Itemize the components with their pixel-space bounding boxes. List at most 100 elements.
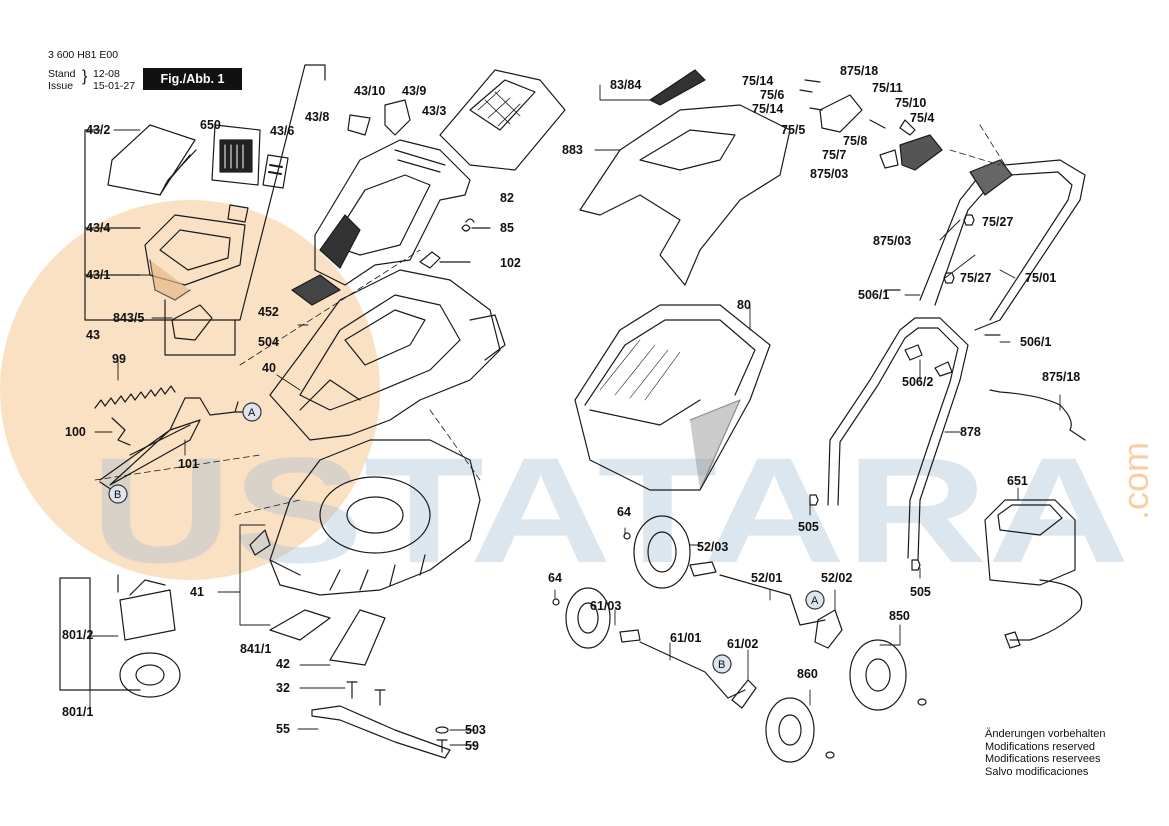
- part-label: 75/27: [960, 271, 992, 285]
- part-label: 101: [178, 457, 199, 471]
- part-label: 878: [960, 425, 981, 439]
- part-860-cap: [825, 751, 835, 759]
- part-label: 100: [65, 425, 86, 439]
- part-label: 75/8: [843, 134, 868, 148]
- part-label: 650: [200, 118, 221, 132]
- part-label: 80: [737, 298, 751, 312]
- part-label: 841/1: [240, 642, 272, 656]
- part-label: 83/84: [610, 78, 642, 92]
- part-label: 75/10: [895, 96, 927, 110]
- part-64-nut: [623, 532, 631, 540]
- part-75-switch-parts: [799, 79, 943, 171]
- part-850-cap: [917, 698, 927, 706]
- part-64-nut-2: [552, 598, 560, 606]
- part-label: 75/01: [1025, 271, 1057, 285]
- part-label: 64: [548, 571, 562, 585]
- watermark-domain: .com: [1115, 442, 1156, 520]
- part-80-grass-bag: [574, 304, 771, 491]
- part-label: 75/4: [910, 111, 935, 125]
- part-label: 843/5: [113, 311, 145, 325]
- part-32-screw-2: [374, 689, 386, 706]
- part-label: 75/11: [872, 81, 903, 95]
- part-52-03-bushing: [689, 561, 717, 577]
- part-label: 875/03: [810, 167, 849, 181]
- part-841-1-flaps: [249, 529, 331, 641]
- note-line: Modifications reservees: [985, 753, 1101, 766]
- part-label: 883: [562, 143, 583, 157]
- note-line: Salvo modificaciones: [985, 765, 1089, 778]
- part-843-5-latch: [171, 304, 213, 341]
- part-102-clip: [419, 251, 441, 269]
- part-label: 59: [465, 739, 479, 753]
- part-883-catcher-top: [579, 69, 791, 286]
- part-label: 52/02: [821, 571, 853, 585]
- part-85-spring: [461, 218, 475, 232]
- part-label: 55: [276, 722, 290, 736]
- part-label: 82: [500, 191, 514, 205]
- part-32-screw: [346, 681, 358, 699]
- part-label: 875/18: [1042, 370, 1081, 384]
- callout-b-circle-2: [712, 654, 732, 674]
- part-label: 75/6: [760, 88, 785, 102]
- part-650-battery: [211, 124, 261, 186]
- callout-a-circle: [242, 402, 262, 422]
- part-label: 43/3: [422, 104, 447, 118]
- part-55-blade: [311, 705, 451, 759]
- stand-label: Stand: [48, 68, 76, 80]
- part-label: 52/01: [751, 571, 783, 585]
- part-52-01-rear-axle: [719, 574, 826, 626]
- part-99-spring: [94, 385, 176, 409]
- part-label: 43/8: [305, 110, 330, 124]
- part-label: 43/10: [354, 84, 386, 98]
- brace-symbol: }: [82, 68, 88, 85]
- part-label: 43/6: [270, 124, 295, 138]
- part-label: 860: [797, 667, 818, 681]
- part-label: 43/1: [86, 268, 111, 282]
- part-label: 505: [910, 585, 931, 599]
- figure-label: Fig./Abb. 1: [143, 68, 242, 90]
- part-upper-housing: [314, 99, 471, 286]
- part-59-screw: [436, 739, 448, 753]
- part-label: 61/02: [727, 637, 759, 651]
- part-label: 85: [500, 221, 514, 235]
- callout-a: A: [811, 595, 819, 607]
- part-506-1-screws: [884, 289, 1001, 336]
- part-61-03-bushing: [619, 629, 641, 643]
- part-label: 506/2: [902, 375, 934, 389]
- stand-value: 12-08: [93, 68, 120, 80]
- callout-a-circle-2: [805, 590, 825, 610]
- part-label: 32: [276, 681, 290, 695]
- note-line: Modifications reserved: [985, 740, 1096, 753]
- part-52-03-rear-wheel: [633, 515, 691, 589]
- part-label: 75/27: [982, 215, 1014, 229]
- part-label: 875/03: [873, 234, 912, 248]
- part-40-chassis: [269, 269, 506, 441]
- part-875-18-cable: [989, 389, 1086, 441]
- part-75-01-upper-handle: [919, 159, 1086, 331]
- part-label: 75/14: [752, 102, 784, 116]
- part-label: 850: [889, 609, 910, 623]
- part-label: 43/9: [402, 84, 427, 98]
- part-505-screws: [809, 494, 921, 571]
- part-label: 52/03: [697, 540, 729, 554]
- part-label: 43: [86, 328, 100, 342]
- part-label: 506/1: [858, 288, 890, 302]
- part-label: 99: [112, 352, 126, 366]
- part-label: 40: [262, 361, 276, 375]
- part-label: 41: [190, 585, 204, 599]
- watermark-brand: USTATARA: [90, 426, 1130, 594]
- part-label: 506/1: [1020, 335, 1052, 349]
- part-label: 43/2: [86, 123, 111, 137]
- part-label: 801/2: [62, 628, 94, 642]
- callout-b-circle: [108, 484, 128, 504]
- group-bracket-801: [59, 577, 141, 691]
- part-42-deflector: [329, 609, 386, 666]
- part-label: 651: [1007, 474, 1028, 488]
- notes-block: Änderungen vorbehalten Modifications res…: [985, 728, 1105, 778]
- callout-b: B: [114, 489, 122, 501]
- callout-a: A: [248, 407, 256, 419]
- label-leaders: [89, 84, 1061, 746]
- part-label: 452: [258, 305, 279, 319]
- note-line: Änderungen vorbehalten: [985, 728, 1106, 740]
